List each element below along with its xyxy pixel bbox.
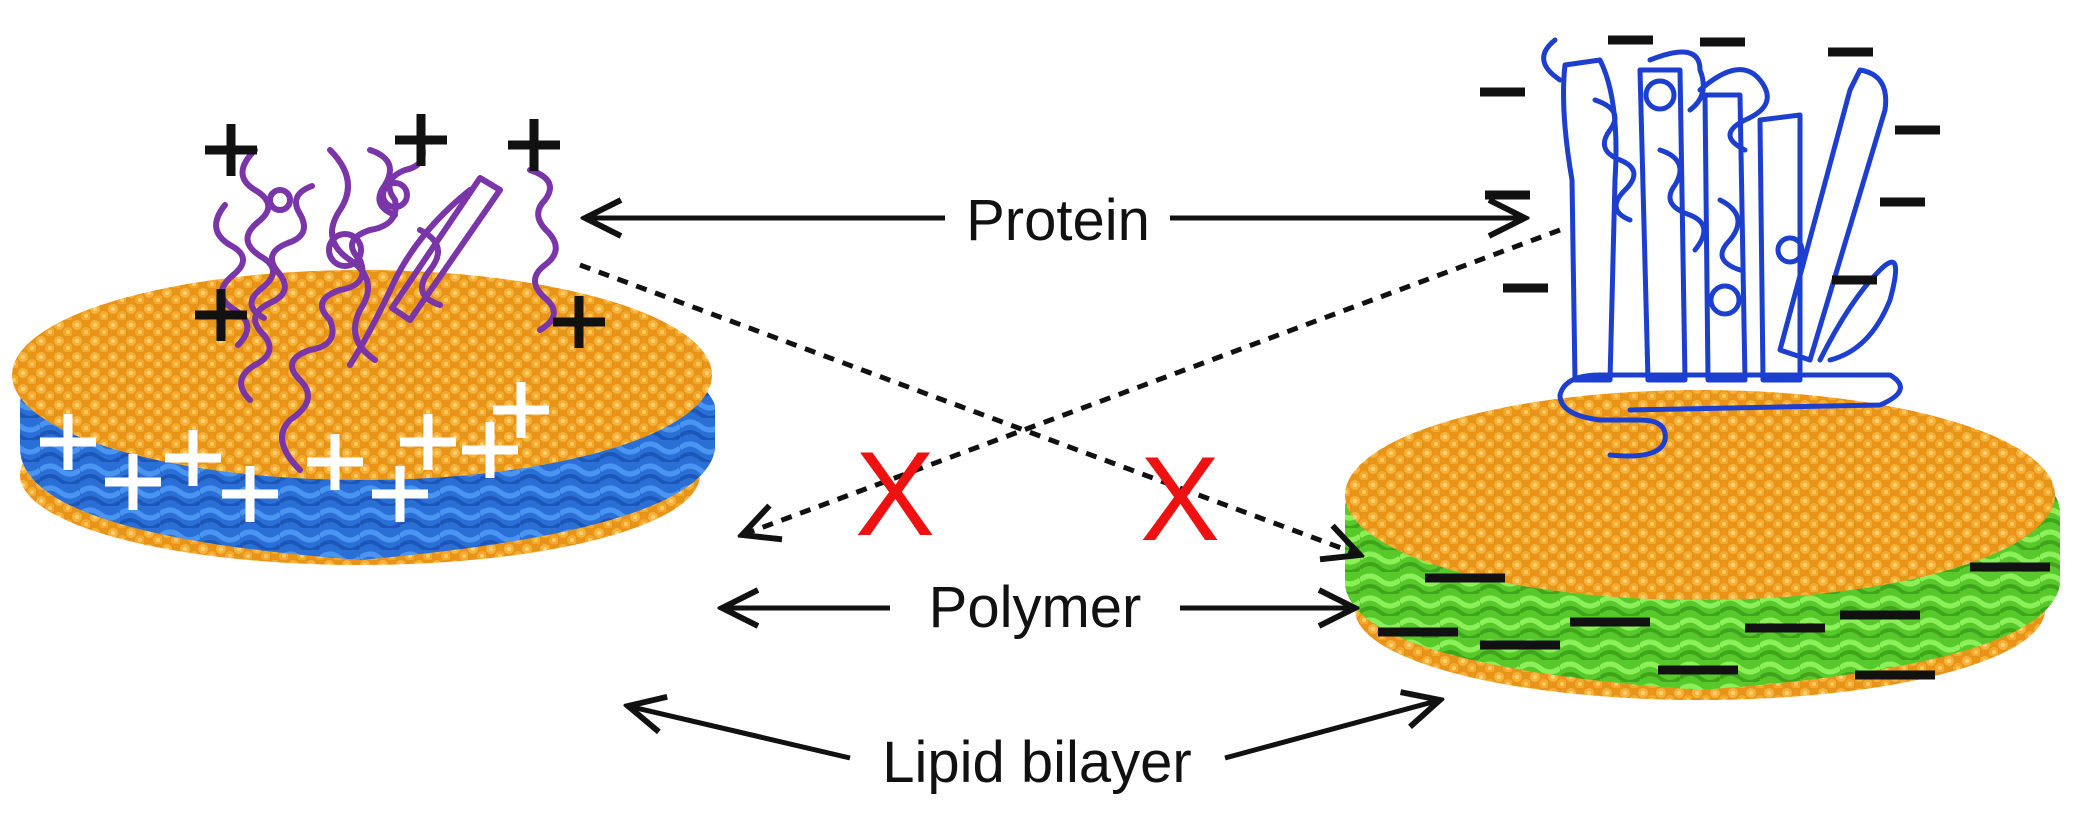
positive-protein — [213, 137, 559, 473]
blocked-mark-left: X — [855, 427, 935, 561]
arrows — [579, 218, 1561, 761]
lipid-arrow-left — [628, 706, 851, 761]
left-upper-lipid-leaflet — [12, 270, 712, 480]
left-nanodisc — [12, 270, 715, 565]
positive-protein-charges — [195, 114, 605, 348]
dotted-arrow-negative-protein-to-positive-nanodisc — [742, 227, 1561, 535]
right-polymer-negative-charges — [1378, 562, 2050, 680]
negative-protein-charges — [1480, 35, 1940, 293]
label-lipid-bilayer: Lipid bilayer — [882, 730, 1192, 795]
left-polymer-positive-charges — [40, 382, 549, 522]
right-upper-lipid-leaflet — [1345, 390, 2055, 600]
right-nanodisc — [1345, 390, 2060, 700]
label-polymer: Polymer — [929, 575, 1142, 640]
lipid-arrow-right — [1224, 700, 1440, 761]
label-protein: Protein — [966, 188, 1150, 253]
negative-protein — [1541, 37, 1903, 459]
blocked-mark-right: X — [1140, 432, 1220, 566]
